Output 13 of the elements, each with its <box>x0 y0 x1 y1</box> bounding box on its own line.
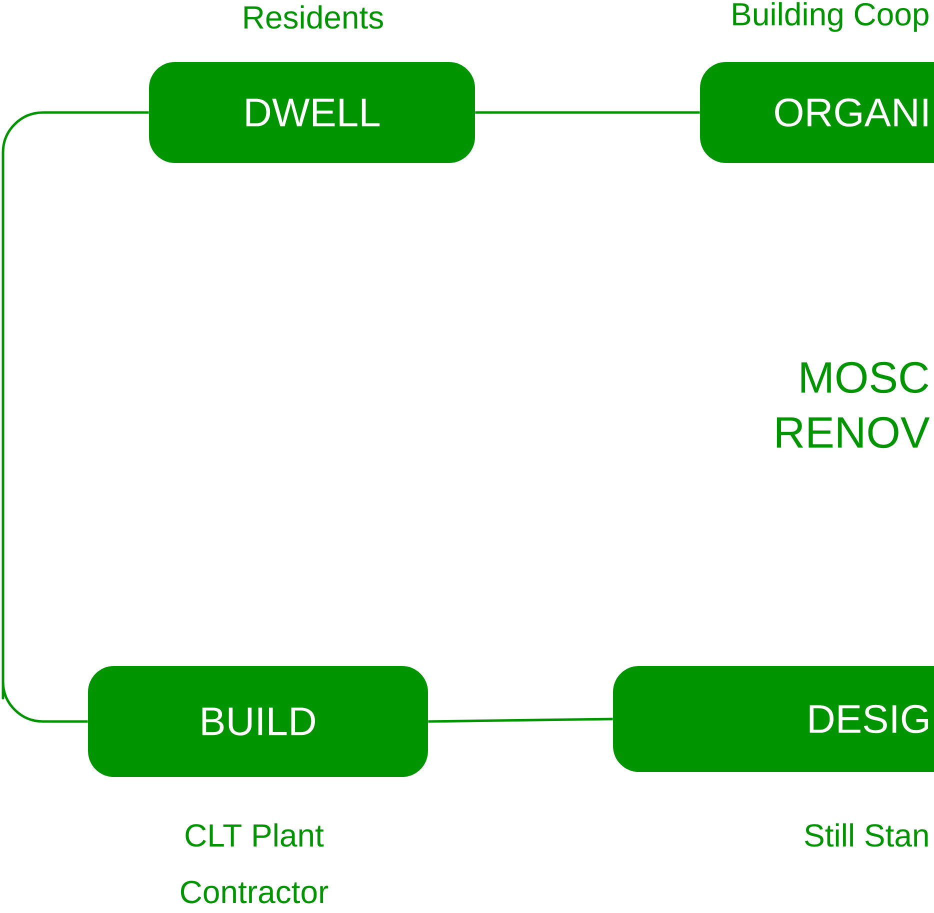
title-text: MOSC RENOV <box>776 362 930 448</box>
connector-line <box>2 111 149 723</box>
process-box: DWELL <box>149 62 475 163</box>
connector-line <box>428 718 613 723</box>
connector-line <box>475 111 700 114</box>
role-label: Contractor <box>180 880 328 904</box>
process-box: DESIG <box>613 666 934 772</box>
role-label: Still Stan <box>804 823 928 847</box>
process-box: ORGANI <box>700 62 934 163</box>
role-label: Residents <box>244 5 383 29</box>
role-label: CLT Plant <box>186 823 324 847</box>
role-label: Building Coop <box>733 2 928 32</box>
process-box: BUILD <box>88 666 428 777</box>
